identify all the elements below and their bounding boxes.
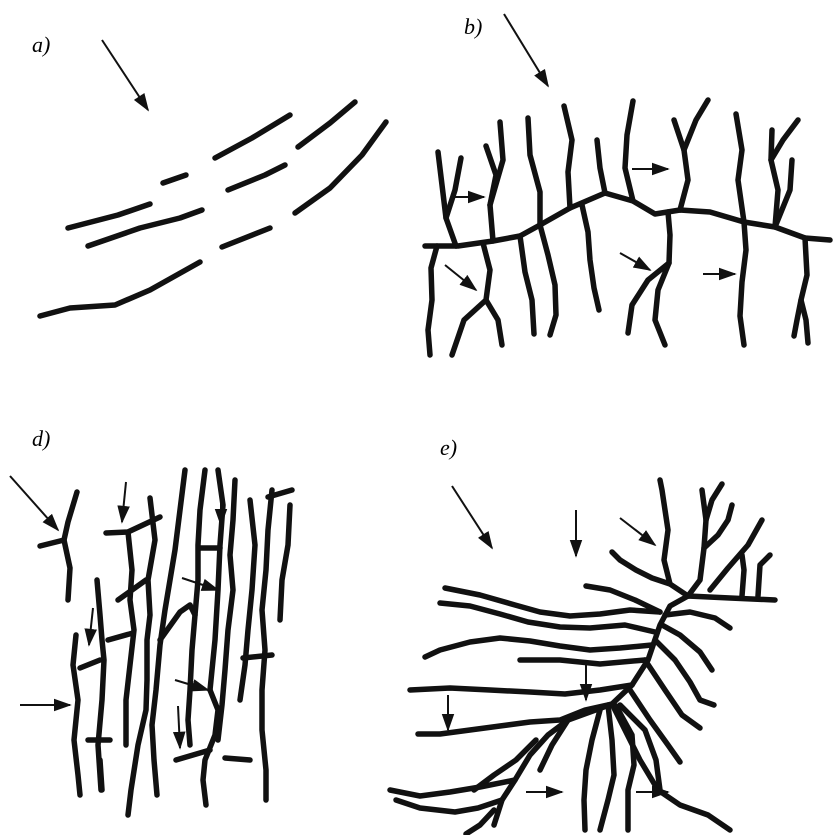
load-direction-arrows-e [452,486,655,556]
load-direction-arrow [102,40,148,110]
crack-tree-e [390,480,775,834]
panel-b-label: b) [464,14,482,39]
crack-set-a [40,102,386,316]
panel-a-label: a) [32,32,50,57]
load-direction-arrow [504,14,548,86]
panel-d: d) [10,426,292,815]
crack-network-d [40,470,292,815]
panel-e: e) [390,435,775,834]
panel-d-label: d) [32,426,50,451]
crack-network-b [425,100,830,355]
panel-e-label: e) [440,435,457,460]
load-direction-arrows-d [10,476,70,705]
panel-b: b) [425,14,830,355]
panel-a: a) [32,32,386,316]
